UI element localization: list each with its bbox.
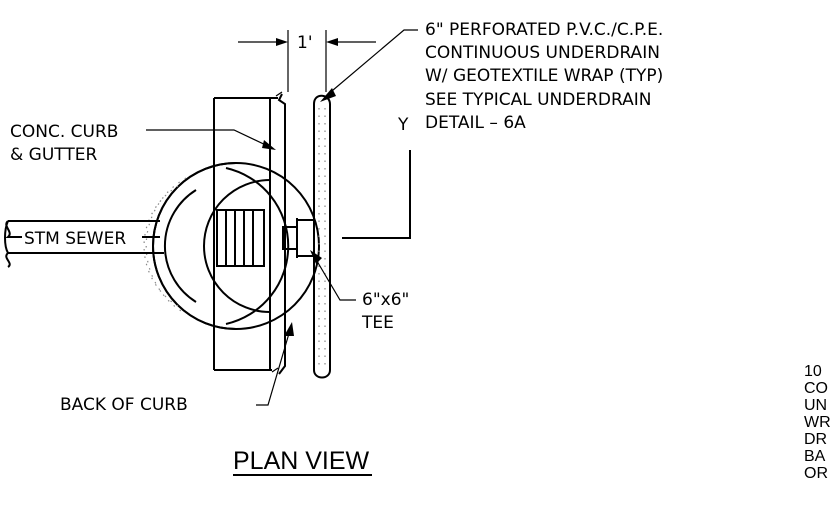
underdrain-note-line-3: W/ GEOTEXTILE WRAP (TYP) <box>425 66 663 86</box>
section-mark: Y <box>342 115 411 239</box>
plan-view-title: PLAN VIEW <box>233 447 370 475</box>
back-of-curb-label: BACK OF CURB <box>60 395 188 415</box>
side-note-4: WR <box>804 414 830 431</box>
section-mark-label: Y <box>397 115 409 135</box>
storm-sewer-label: STM SEWER <box>24 229 126 249</box>
underdrain-note: 6" PERFORATED P.V.C./C.P.E. CONTINUOUS U… <box>320 20 663 133</box>
side-note-1: 10 <box>804 363 822 380</box>
catch-basin <box>143 162 320 330</box>
side-note-3: UN <box>804 397 827 414</box>
side-note-7: OR <box>804 465 828 482</box>
dimension-1ft: 1' <box>238 30 376 92</box>
curb-gutter-note: CONC. CURB & GUTTER <box>10 122 276 165</box>
side-note-2: CO <box>804 380 828 397</box>
underdrain-note-line-4: SEE TYPICAL UNDERDRAIN <box>425 90 651 110</box>
curb-and-gutter <box>213 91 286 375</box>
tee-note: 6"x6" TEE <box>310 250 409 333</box>
dimension-label: 1' <box>297 33 313 53</box>
tee-label-line-1: 6"x6" <box>362 290 409 310</box>
side-notes: 10 CO UN WR DR BA OR <box>804 363 830 482</box>
curb-gutter-label-line-1: CONC. CURB <box>10 122 118 142</box>
side-note-5: DR <box>804 431 827 448</box>
view-title: PLAN VIEW <box>233 447 372 476</box>
side-note-6: BA <box>804 448 826 465</box>
curb-gutter-label-line-2: & GUTTER <box>10 145 97 165</box>
underdrain-pipe <box>313 94 331 379</box>
underdrain-note-line-1: 6" PERFORATED P.V.C./C.P.E. <box>425 20 663 40</box>
storm-sewer-pipe: STM SEWER <box>4 220 164 268</box>
underdrain-note-line-5: DETAIL – 6A <box>425 113 526 133</box>
back-of-curb-note: BACK OF CURB <box>60 322 294 415</box>
tee-fitting <box>282 218 314 258</box>
underdrain-note-line-2: CONTINUOUS UNDERDRAIN <box>425 43 660 63</box>
tee-label-line-2: TEE <box>361 313 394 333</box>
